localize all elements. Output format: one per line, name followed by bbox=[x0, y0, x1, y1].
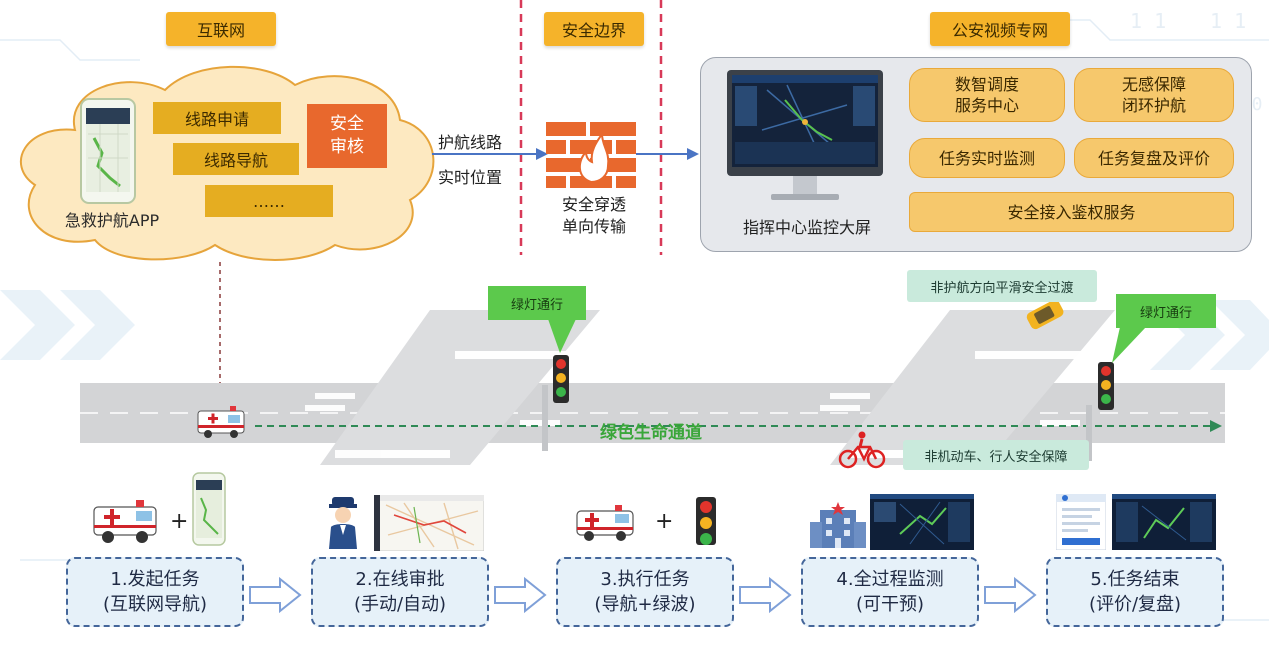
route-navigation-box: 线路导航 bbox=[173, 143, 299, 175]
step-arrow-4 bbox=[984, 576, 1037, 614]
app-label: 急救护航APP bbox=[64, 211, 160, 230]
monitor-screen-label: 指挥中心监控大屏 bbox=[742, 218, 871, 237]
location-transfer-label: 实时位置 bbox=[438, 168, 503, 187]
green-channel-label: 绿色生命通道 bbox=[600, 423, 702, 443]
step-5-subtitle: (评价/复盘) bbox=[1088, 594, 1182, 615]
callout-pointer-2 bbox=[1112, 327, 1146, 363]
road-ambulance-icon bbox=[197, 406, 245, 438]
internet-tag: 互联网 bbox=[166, 12, 276, 46]
escort-guarantee-line1: 无感保障 bbox=[1121, 75, 1186, 94]
step-arrows bbox=[249, 576, 1037, 614]
escort-guarantee-line2: 闭环护航 bbox=[1121, 96, 1186, 115]
approval-map-screen-icon bbox=[374, 495, 484, 551]
task-monitoring-pill: 任务实时监测 bbox=[909, 138, 1065, 178]
step-1-subtitle: (互联网导航) bbox=[102, 594, 208, 615]
green-light-label-1: 绿灯通行 bbox=[488, 286, 586, 320]
evaluation-form-icon bbox=[1056, 494, 1106, 550]
police-network-tag: 公安视频专网 bbox=[930, 12, 1070, 46]
step-arrow-2 bbox=[494, 576, 547, 614]
review-dashboard-icon bbox=[1112, 494, 1216, 550]
step-2-subtitle: (手动/自动) bbox=[353, 594, 447, 615]
step-arrow-1 bbox=[249, 576, 302, 614]
bicycle-icon bbox=[838, 431, 886, 469]
security-boundary-lines bbox=[432, 0, 699, 255]
police-officer-icon bbox=[329, 497, 357, 549]
step-5-title: 5.任务结束 bbox=[1090, 569, 1180, 590]
phone-app-icon bbox=[80, 98, 136, 204]
monitoring-dashboard-icon bbox=[870, 494, 974, 550]
step-arrow-3 bbox=[739, 576, 792, 614]
callout-pointer-1 bbox=[548, 319, 576, 353]
more-box: …… bbox=[205, 185, 333, 217]
step-5-box: 5.任务结束 (评价/复盘) bbox=[1046, 557, 1224, 627]
escort-guarantee-pill: 无感保障 闭环护航 bbox=[1074, 68, 1234, 122]
step-3-subtitle: (导航+绿波) bbox=[594, 594, 696, 615]
step-1-title: 1.发起任务 bbox=[110, 569, 200, 590]
step-2-title: 2.在线审批 bbox=[355, 569, 445, 590]
step-4-box: 4.全过程监测 (可干预) bbox=[801, 557, 979, 627]
plus-sign-2: + bbox=[655, 509, 674, 534]
plus-sign-1: + bbox=[170, 509, 189, 534]
auth-service-pill: 安全接入鉴权服务 bbox=[909, 192, 1234, 232]
step-1-box: 1.发起任务 (互联网导航) bbox=[66, 557, 244, 627]
step1-phone-icon bbox=[192, 472, 226, 546]
pedestrian-safety-label: 非机动车、行人安全保障 bbox=[903, 440, 1089, 470]
traffic-light-1 bbox=[553, 355, 569, 403]
route-transfer-label: 护航线路 bbox=[438, 133, 503, 152]
firewall-label-line1: 安全穿透 bbox=[561, 195, 626, 214]
security-audit-line1: 安全 bbox=[330, 114, 364, 134]
step-4-subtitle: (可干预) bbox=[855, 594, 925, 615]
security-audit-box: 安全 审核 bbox=[307, 104, 387, 168]
step-4-title: 4.全过程监测 bbox=[836, 569, 944, 590]
step3-ambulance-icon bbox=[576, 505, 634, 541]
security-audit-line2: 审核 bbox=[330, 137, 364, 157]
dispatch-center-line2: 服务中心 bbox=[954, 96, 1019, 115]
step1-ambulance-icon bbox=[93, 500, 157, 543]
road-scene bbox=[80, 299, 1225, 469]
firewall-icon bbox=[546, 122, 636, 188]
task-review-pill: 任务复盘及评价 bbox=[1074, 138, 1234, 178]
step-2-box: 2.在线审批 (手动/自动) bbox=[311, 557, 489, 627]
dispatch-center-line1: 数智调度 bbox=[954, 75, 1019, 94]
route-apply-box: 线路申请 bbox=[153, 102, 281, 134]
firewall-label: 安全穿透 单向传输 bbox=[550, 194, 638, 238]
step-3-title: 3.执行任务 bbox=[600, 569, 690, 590]
dispatch-center-pill: 数智调度 服务中心 bbox=[909, 68, 1065, 122]
step-3-box: 3.执行任务 (导航+绿波) bbox=[556, 557, 734, 627]
green-light-label-2: 绿灯通行 bbox=[1116, 294, 1216, 328]
firewall-label-line2: 单向传输 bbox=[561, 217, 626, 236]
taxi-icon bbox=[1026, 299, 1064, 330]
step3-traffic-light-icon bbox=[696, 497, 716, 545]
svg-text:1 1: 1 1 bbox=[1210, 9, 1246, 33]
svg-text:1 1: 1 1 bbox=[1130, 9, 1166, 33]
hospital-building-icon bbox=[810, 502, 866, 548]
security-boundary-tag: 安全边界 bbox=[544, 12, 644, 46]
monitor-screen-icon bbox=[727, 70, 883, 200]
smooth-transition-label: 非护航方向平滑安全过渡 bbox=[907, 270, 1097, 302]
traffic-light-2 bbox=[1098, 362, 1114, 410]
